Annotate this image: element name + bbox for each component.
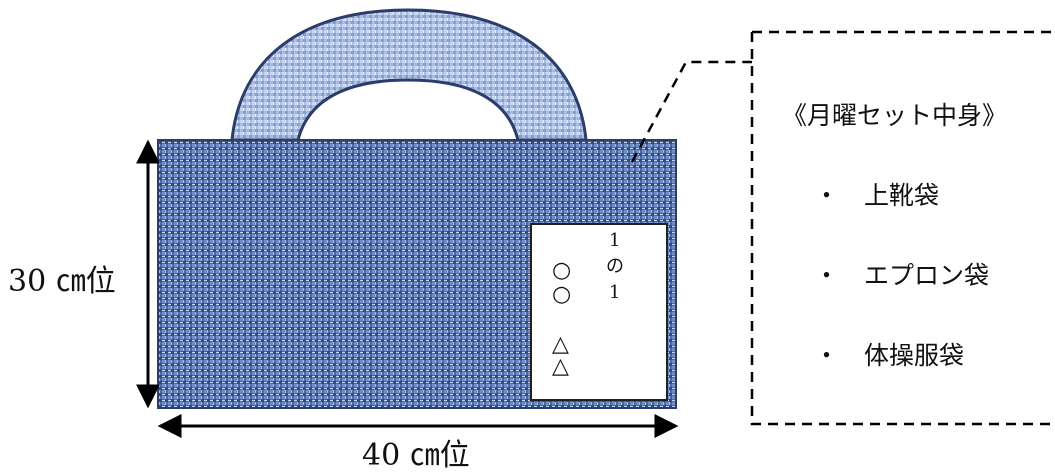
callout-leader (630, 60, 752, 163)
bullet-icon: ・ (814, 341, 840, 370)
bullet-icon: ・ (814, 181, 840, 210)
tag-class-number: 1 (609, 230, 621, 251)
tag-circle-mark-1: ○ (552, 258, 572, 283)
tag-triangle-mark-1: △ (552, 332, 569, 357)
tag-group-number: 1 (609, 282, 621, 303)
list-item-label: 上靴袋 (864, 181, 940, 210)
callout-box (750, 30, 1055, 426)
width-label: 40 ㎝位 (362, 438, 470, 473)
tag-circle-mark-2: ○ (552, 282, 572, 307)
height-label: 30 ㎝位 (8, 264, 116, 299)
list-item-label: 体操服袋 (864, 341, 965, 370)
list-item: ・上靴袋 (814, 176, 939, 212)
tag-no-character: の (606, 256, 624, 277)
list-item-label: エプロン袋 (864, 261, 990, 290)
tag-triangle-mark-2: △ (552, 354, 569, 379)
bag-handle (230, 8, 588, 142)
callout-title: 《月曜セット中身》 (782, 101, 1008, 130)
bullet-icon: ・ (814, 261, 840, 290)
name-tag (530, 223, 668, 401)
list-item: ・エプロン袋 (814, 256, 989, 292)
list-item: ・体操服袋 (814, 336, 964, 372)
